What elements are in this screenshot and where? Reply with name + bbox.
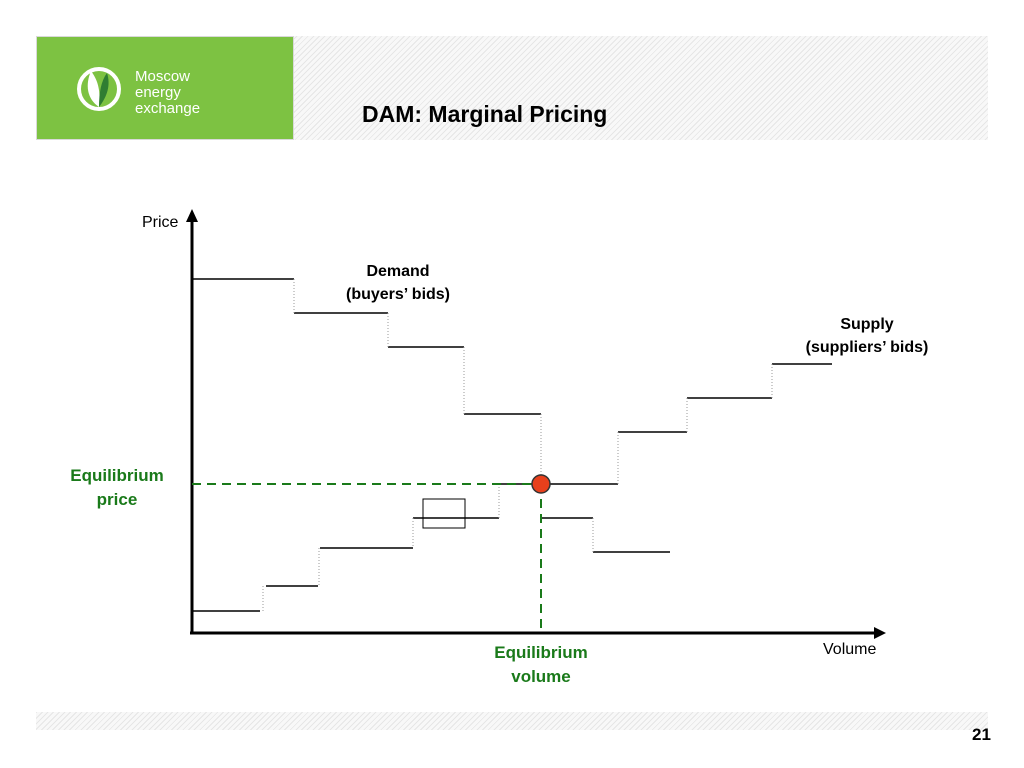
- demand-label-line-1: Demand: [366, 263, 430, 280]
- footer-band: [36, 712, 988, 730]
- x-axis-arrow: [874, 627, 886, 639]
- leaf-logo-icon: [77, 67, 121, 111]
- demand-label-line-2: (buyers’ bids): [345, 286, 451, 303]
- demand-curve: [192, 278, 670, 553]
- supply-label-line-2: (suppliers’ bids): [805, 339, 929, 356]
- supply-label-line-1: Supply: [840, 316, 894, 333]
- supply-risers: [262, 364, 773, 611]
- y-axis-label: Price: [142, 214, 179, 231]
- demand-risers: [293, 279, 594, 552]
- logo-text-line-2: energy: [135, 84, 181, 101]
- supply-curve: [192, 363, 832, 612]
- page-title: DAM: Marginal Pricing: [362, 101, 608, 127]
- equilibrium-point: [531, 474, 551, 494]
- equilibrium-price-label-line-2: price: [96, 490, 138, 509]
- logo-text-line-3: exchange: [135, 100, 201, 117]
- page-number: 21: [972, 725, 991, 744]
- y-axis-arrow: [186, 209, 198, 222]
- logo: Moscow energy exchange: [36, 36, 294, 140]
- bid-block-marker: [422, 498, 466, 529]
- logo-text-line-1: Moscow: [135, 68, 191, 85]
- equilibrium-volume-label-line-2: volume: [511, 667, 571, 686]
- equilibrium-volume-label-line-1: Equilibrium: [494, 643, 588, 662]
- equilibrium-price-label-line-1: Equilibrium: [70, 466, 164, 485]
- x-axis-label: Volume: [823, 641, 877, 658]
